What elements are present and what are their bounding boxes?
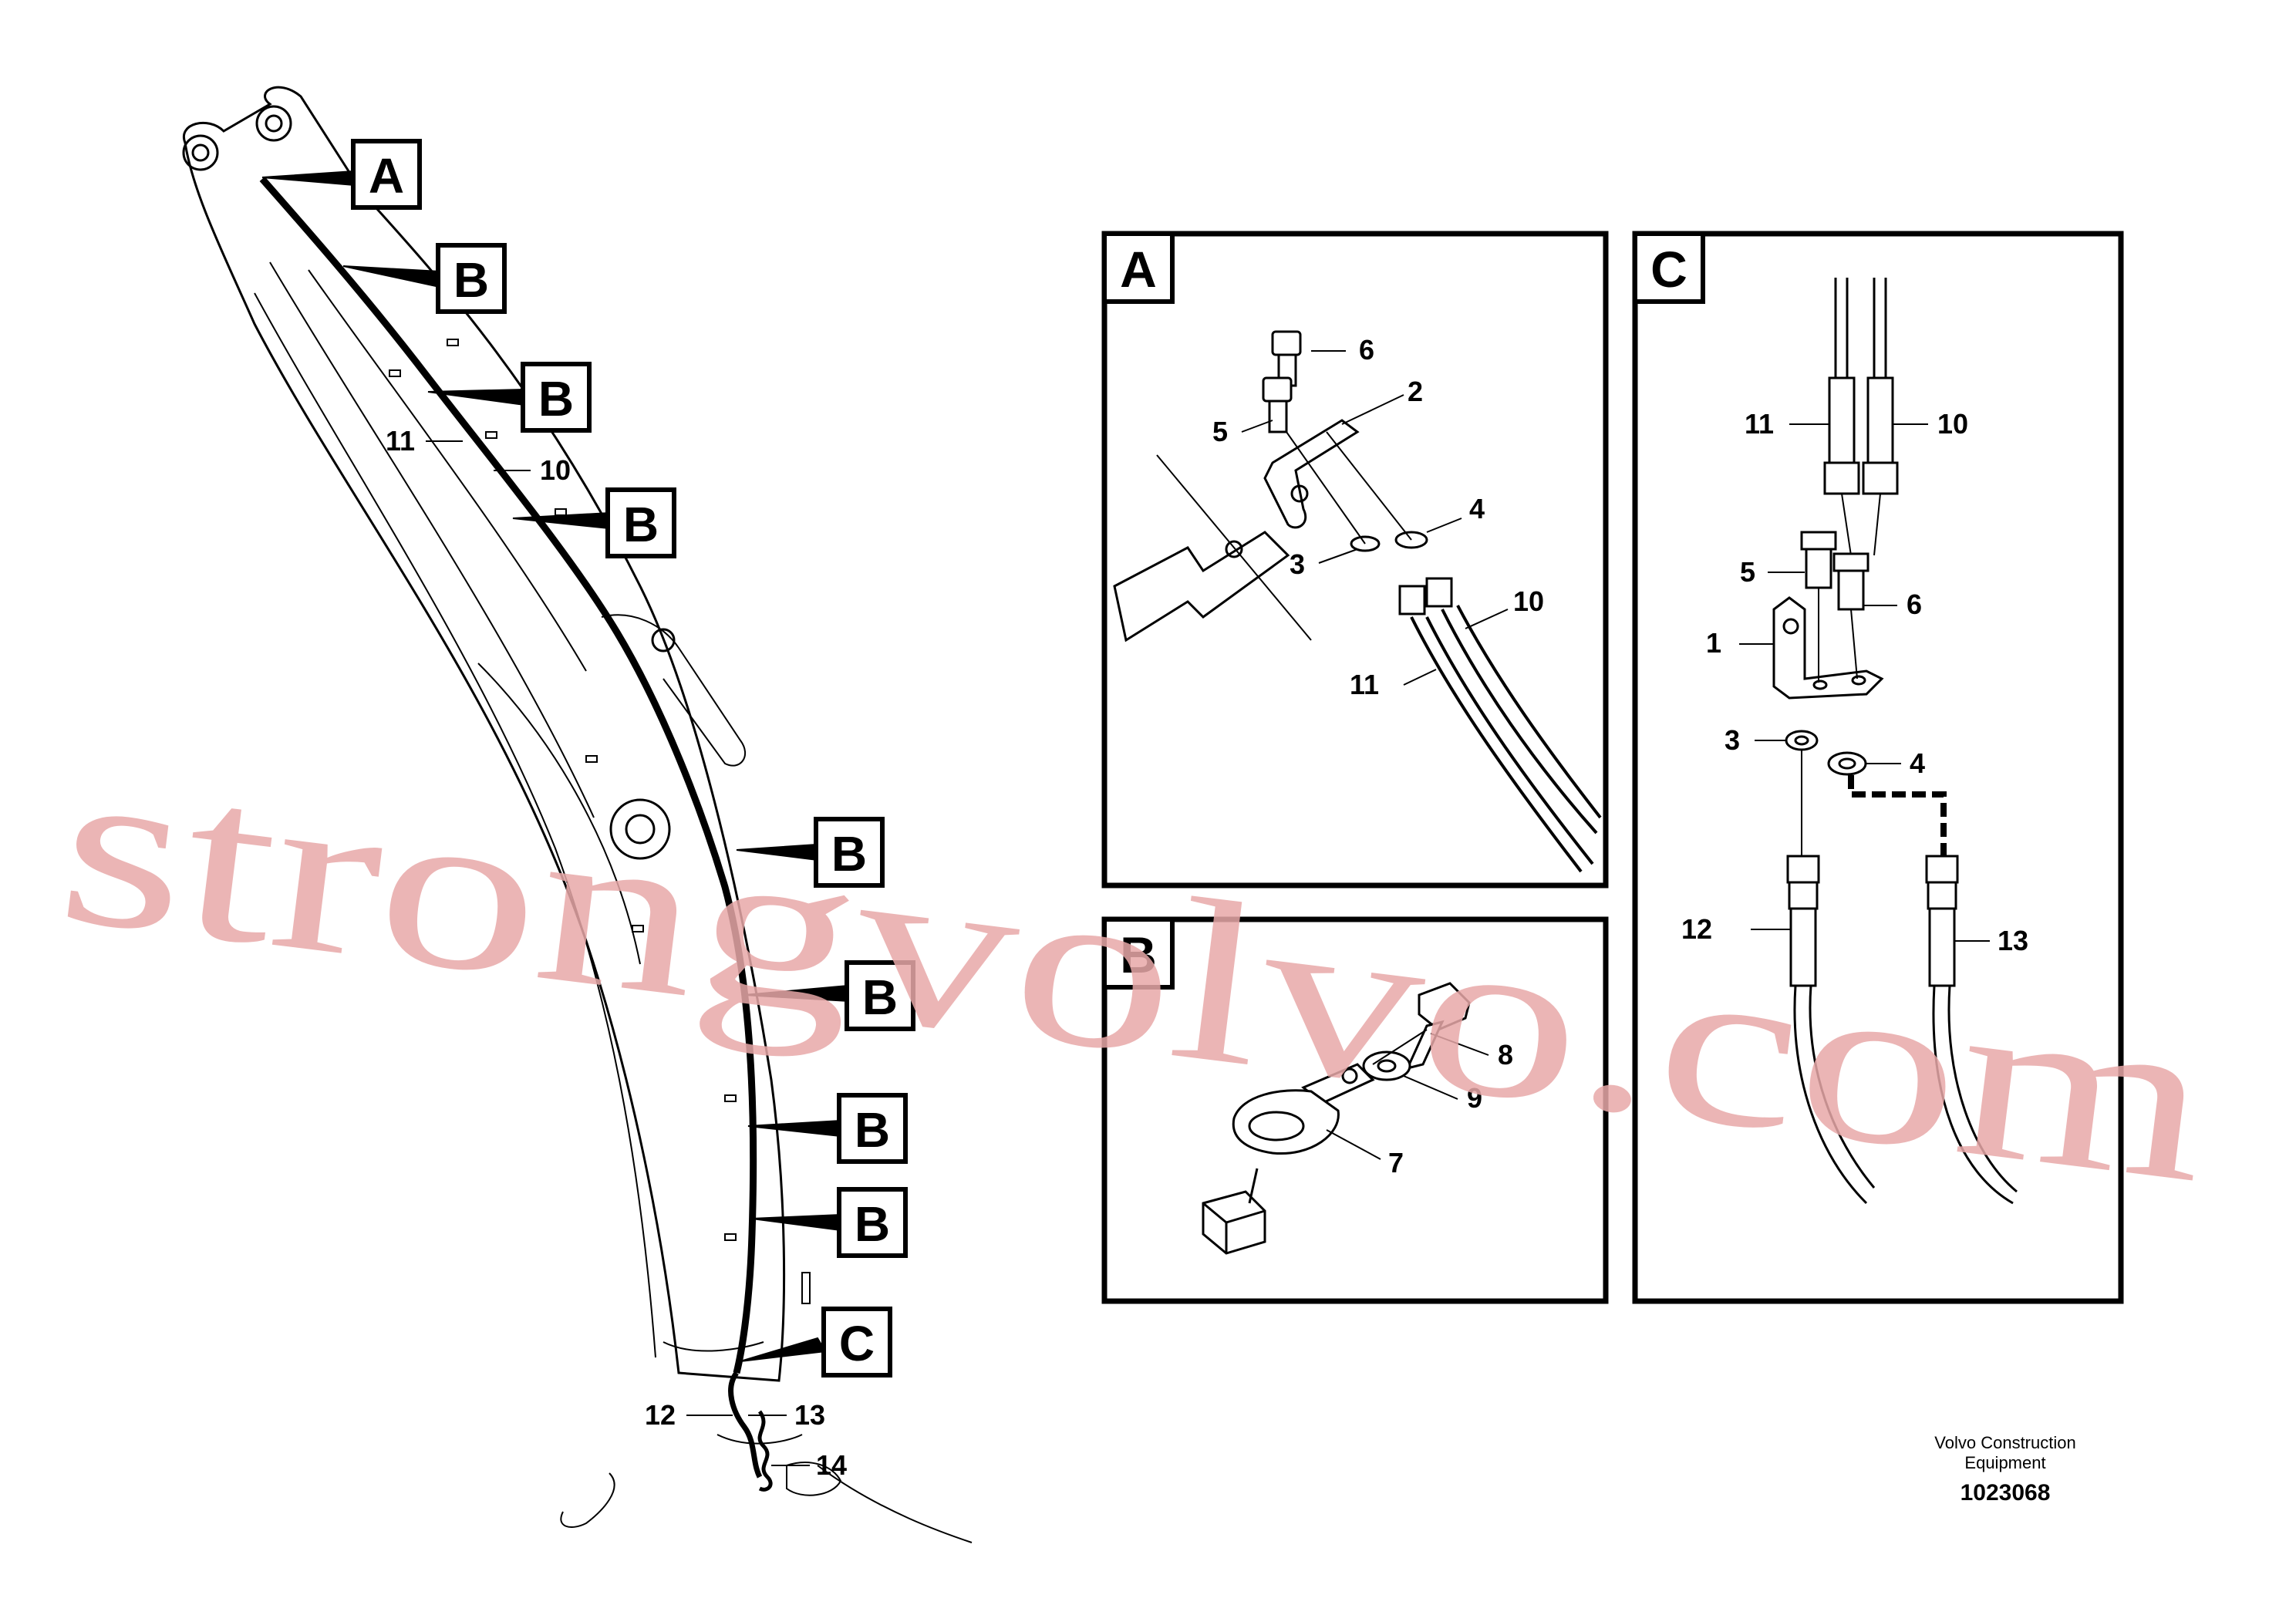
svg-text:5: 5: [1212, 416, 1228, 447]
svg-text:6: 6: [1907, 588, 1922, 620]
svg-text:2: 2: [1408, 376, 1423, 407]
svg-text:B: B: [538, 371, 574, 427]
detail-a-labels: 6 2 5 4 3 10 11: [1212, 334, 1544, 700]
watermark: strongvolvo.com: [48, 713, 2223, 1231]
callout-c-main: C: [821, 1307, 892, 1378]
detail-c-labels: 11 10 5 6 1 3 4 12 13: [1681, 408, 2028, 956]
svg-text:1: 1: [1706, 627, 1721, 659]
callout-b-7: B: [837, 1187, 908, 1258]
detail-b-panel: B 8 9 7: [1101, 916, 1609, 1304]
boom-label-14: 14: [816, 1449, 847, 1481]
svg-text:3: 3: [1725, 724, 1740, 756]
callout-b-5: B: [845, 960, 915, 1031]
svg-text:7: 7: [1388, 1147, 1404, 1179]
detail-a-panel: A: [1101, 231, 1609, 889]
svg-text:12: 12: [1681, 913, 1712, 945]
detail-a-letter: A: [1120, 241, 1157, 298]
svg-text:8: 8: [1498, 1039, 1513, 1071]
callout-leaders: [261, 170, 849, 1362]
svg-text:3: 3: [1290, 548, 1305, 580]
callout-a-main: A: [351, 139, 422, 210]
boom-callouts: A B B B B B B B: [351, 139, 915, 1378]
detail-b-letter: B: [1120, 926, 1157, 983]
svg-text:B: B: [855, 1102, 890, 1158]
svg-text:10: 10: [1937, 408, 1968, 440]
svg-text:4: 4: [1910, 747, 1925, 779]
detail-c-drawing: [1772, 278, 2018, 1205]
detail-b-drawing: [1202, 982, 1471, 1255]
svg-text:C: C: [839, 1316, 875, 1371]
svg-text:B: B: [855, 1196, 890, 1252]
document-number: 1023068: [1961, 1480, 2051, 1506]
callout-b-3: B: [605, 487, 676, 558]
footer-brand: Volvo Construction Equipment 1023068: [1934, 1433, 2075, 1506]
svg-text:9: 9: [1467, 1082, 1482, 1114]
detail-c-panel: C: [1632, 231, 2124, 1304]
svg-text:10: 10: [1513, 585, 1544, 617]
svg-text:Equipment: Equipment: [1964, 1453, 2045, 1472]
detail-c-letter: C: [1650, 241, 1687, 298]
svg-text:11: 11: [1350, 669, 1379, 700]
boom-label-13: 13: [794, 1399, 825, 1431]
svg-text:B: B: [862, 969, 898, 1025]
detail-b-labels: 8 9 7: [1326, 1033, 1513, 1179]
svg-text:B: B: [453, 252, 489, 308]
svg-text:Volvo Construction: Volvo Construction: [1934, 1433, 2075, 1452]
boom-drawing: [182, 86, 973, 1543]
svg-text:4: 4: [1469, 493, 1485, 524]
boom-label-10: 10: [540, 454, 571, 486]
detail-a-drawing: [1113, 330, 1602, 873]
svg-text:6: 6: [1359, 334, 1374, 366]
callout-b-1: B: [436, 243, 507, 314]
callout-b-2: B: [521, 362, 592, 433]
boom-hose-route: [259, 177, 773, 1492]
boom-label-11: 11: [386, 425, 415, 457]
svg-text:11: 11: [1745, 408, 1774, 440]
callout-b-6: B: [837, 1093, 908, 1164]
svg-text:A: A: [369, 148, 404, 204]
svg-text:B: B: [623, 497, 659, 552]
callout-b-4: B: [814, 817, 885, 888]
boom-label-12: 12: [645, 1399, 676, 1431]
boom-part-labels: 11 10 12 13 14: [386, 425, 847, 1481]
svg-text:5: 5: [1740, 556, 1755, 588]
svg-text:B: B: [831, 826, 867, 882]
svg-text:13: 13: [1998, 925, 2028, 956]
